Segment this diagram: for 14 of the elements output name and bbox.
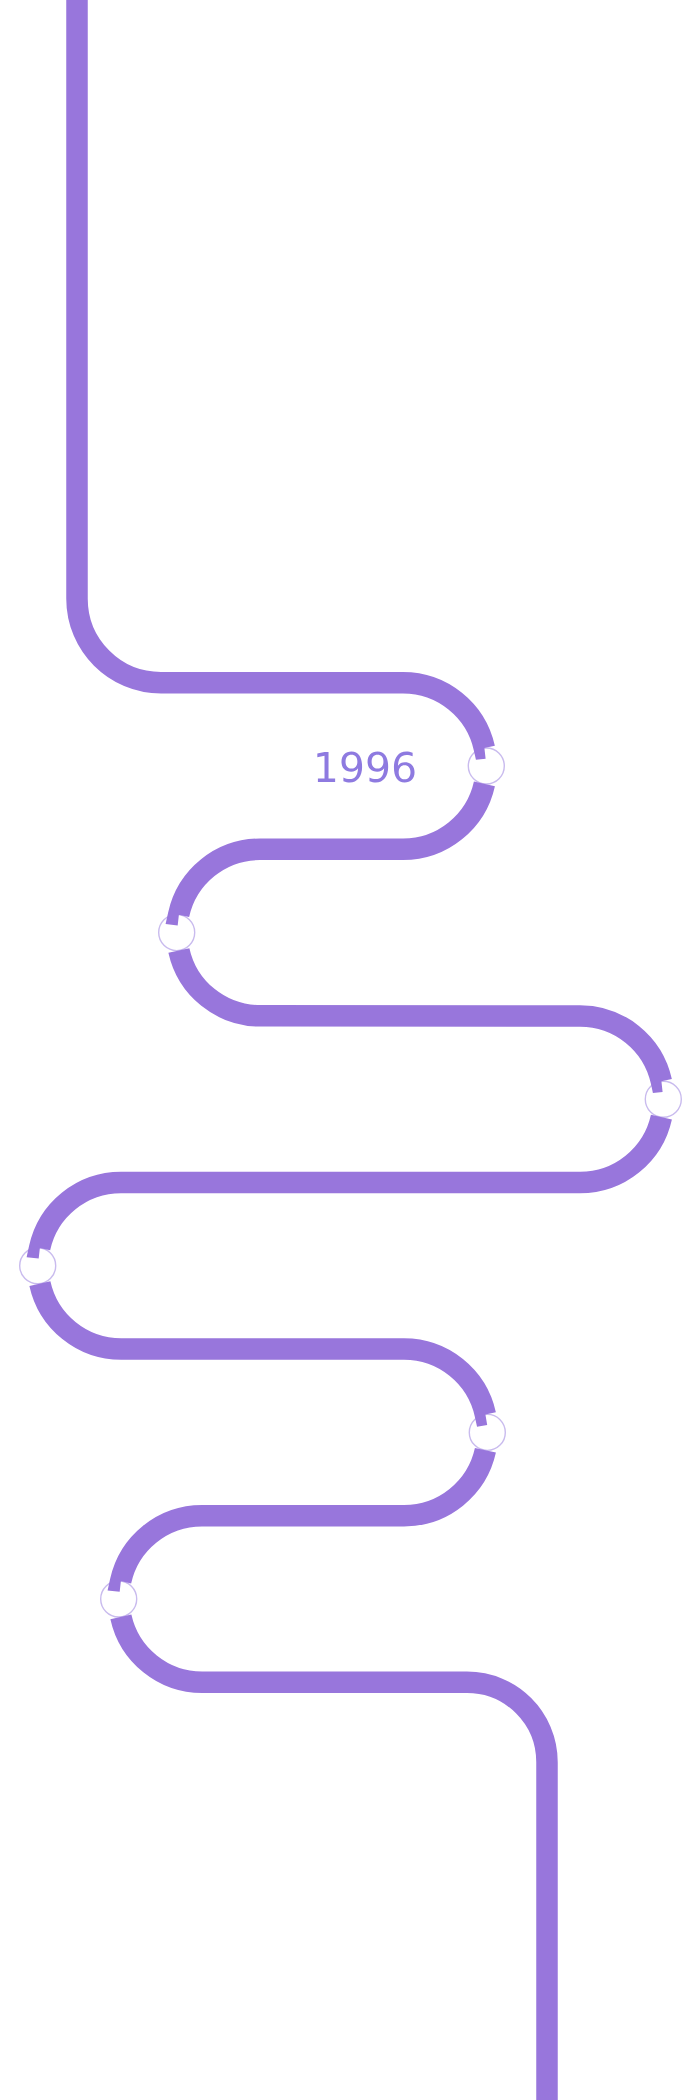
timeline-line xyxy=(168,947,673,1093)
milestone-dot xyxy=(467,747,505,785)
year-label: 1996 xyxy=(317,751,415,783)
timeline-line xyxy=(66,0,496,759)
timeline-line xyxy=(109,1447,496,1592)
timeline-line xyxy=(28,1114,672,1259)
milestone-dot xyxy=(644,1080,682,1118)
timeline-line xyxy=(167,780,495,926)
milestone-dot xyxy=(19,1247,57,1285)
milestone-dot xyxy=(100,1580,138,1618)
milestone-dot xyxy=(468,1413,506,1452)
timeline-line xyxy=(29,1280,497,1426)
milestone-dot xyxy=(158,913,196,952)
timeline-line xyxy=(110,1613,558,2100)
